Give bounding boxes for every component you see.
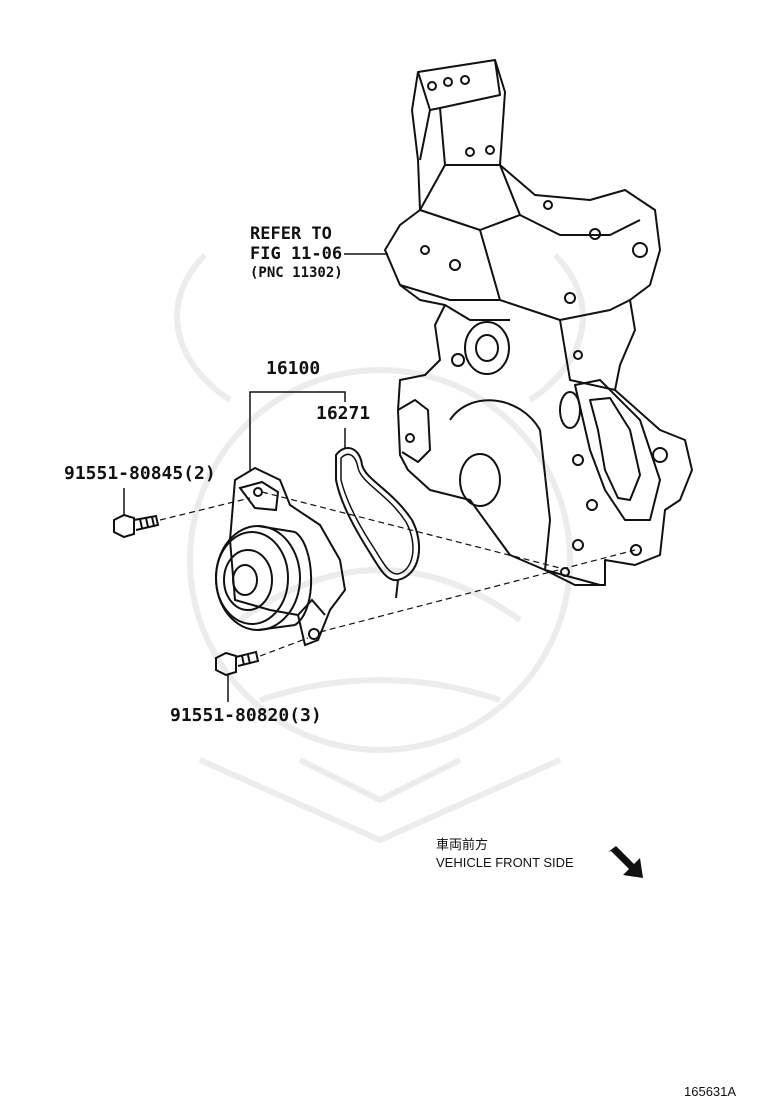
figure-id: 165631A (684, 1084, 737, 1099)
arrow-down-right-icon (608, 846, 643, 878)
water-pump (215, 466, 347, 647)
refer-label-line3: (PNC 11302) (250, 265, 343, 281)
watermark-emblem-icon (174, 252, 586, 844)
part-number-bolt-upper: 91551-80845(2) (64, 463, 216, 484)
direction-label-english: VEHICLE FRONT SIDE (436, 855, 574, 870)
part-number-bolt-lower: 91551-80820(3) (170, 705, 322, 726)
pump-to-cover-path-upper (261, 491, 561, 569)
bolt-upper-path (159, 497, 251, 521)
refer-label-line2: FIG 11-06 (250, 244, 343, 264)
water-pump-gasket-inner (340, 453, 414, 575)
part-16100-leader (249, 391, 346, 470)
direction-label-japanese: 車両前方 (436, 837, 489, 852)
bolt-lower (215, 650, 260, 677)
part-number-water-pump: 16100 (266, 358, 321, 379)
water-pump-gasket (335, 446, 421, 599)
engine-front-cover (384, 59, 693, 586)
pump-to-cover-path (319, 549, 636, 633)
refer-label-line1: REFER TO (250, 224, 332, 244)
part-number-gasket: 16271 (316, 403, 371, 424)
bolt-upper (113, 513, 160, 539)
bolt-lower-path (259, 637, 309, 657)
